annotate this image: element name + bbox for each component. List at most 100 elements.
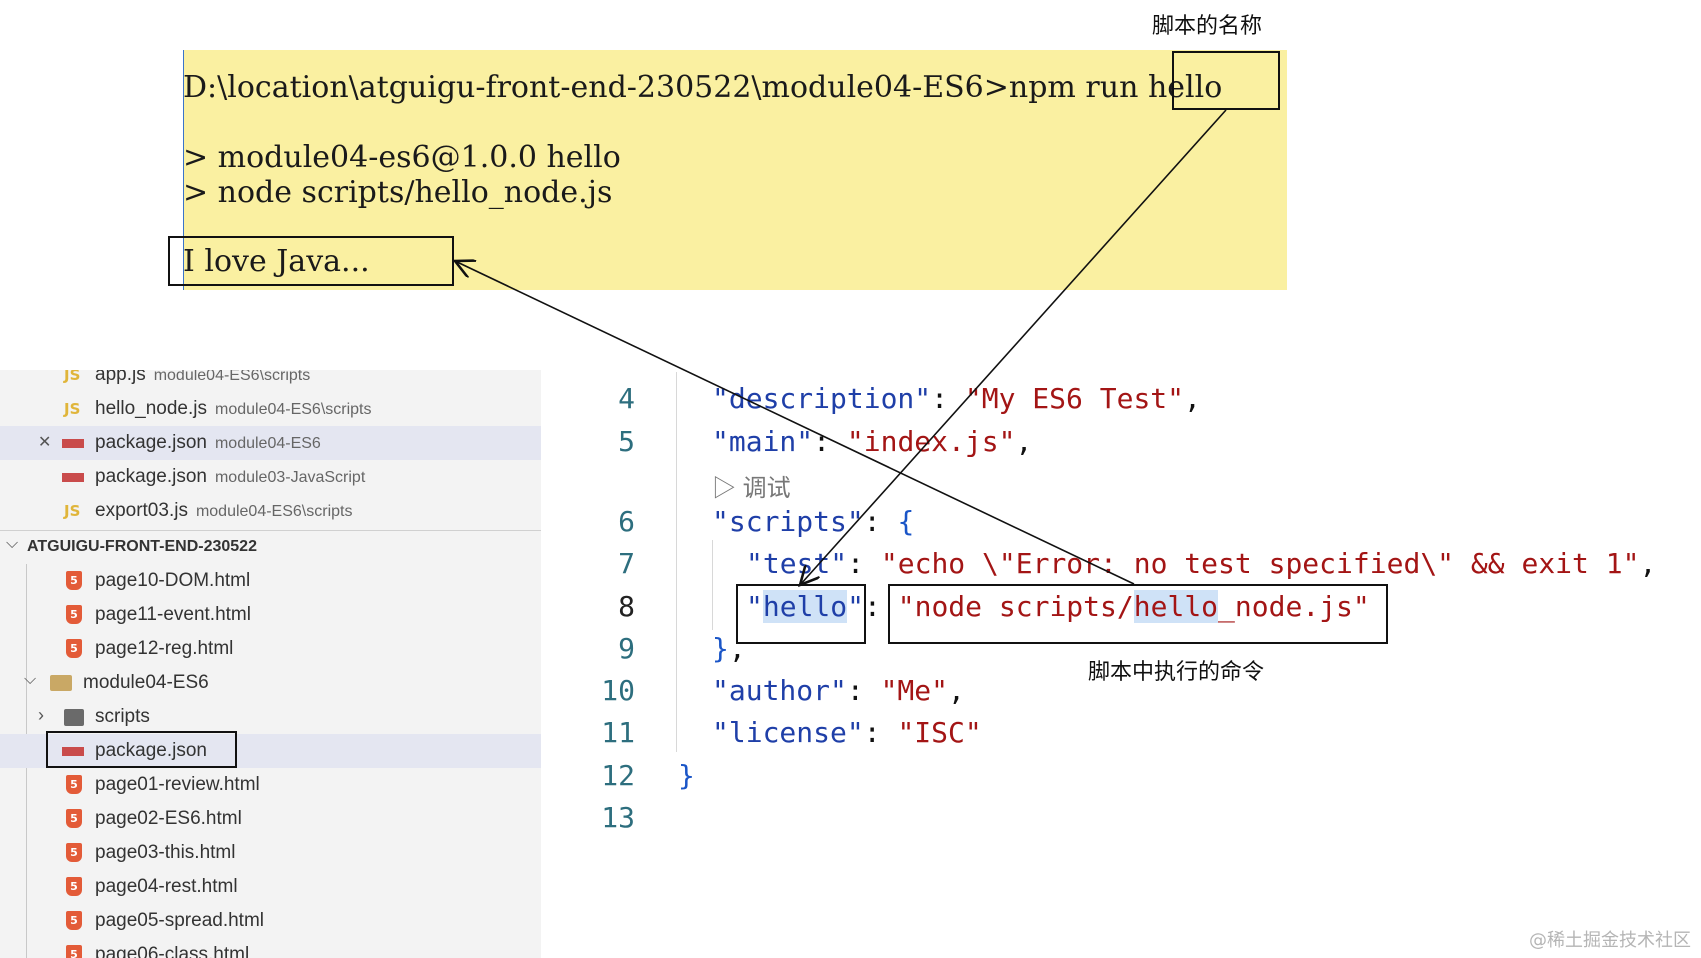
line-number-current: 8 <box>618 590 635 623</box>
terminal-command: D:\location\atguigu-front-end-230522\mod… <box>183 70 1148 105</box>
terminal-command-line: D:\location\atguigu-front-end-230522\mod… <box>183 70 1222 106</box>
html5-icon: 5 <box>66 605 82 624</box>
file-item[interactable]: 5 page02-ES6.html <box>0 802 541 836</box>
script-command-annotation: 脚本中执行的命令 <box>1088 660 1265 685</box>
html5-icon: 5 <box>66 775 82 794</box>
chevron-down-icon: ⌵ <box>6 535 19 552</box>
html5-icon: 5 <box>66 945 82 958</box>
watermark: @稀土掘金技术社区 <box>1529 930 1691 951</box>
file-name: page05-spread.html <box>95 910 264 931</box>
open-editor-name: app.js <box>95 370 146 385</box>
folder-icon <box>50 675 72 691</box>
file-item[interactable]: 5 page11-event.html <box>0 598 541 632</box>
file-item[interactable]: 5 page01-review.html <box>0 768 541 802</box>
js-file-icon: JS <box>64 400 81 418</box>
code-line-description[interactable]: "description": "My ES6 Test", <box>712 382 1201 415</box>
npm-file-icon <box>62 747 84 756</box>
json-value: "My ES6 Test" <box>964 382 1185 415</box>
file-name: page04-rest.html <box>95 876 238 897</box>
package-json-highlight-box <box>46 731 237 768</box>
json-key-hello: hello <box>762 590 848 623</box>
section-divider <box>0 530 541 531</box>
json-value-highlight: hello <box>1133 590 1219 623</box>
open-editor-path: module04-ES6\scripts <box>214 401 372 418</box>
file-item[interactable]: 5 page06-class.html <box>0 938 541 958</box>
file-item[interactable]: 5 page03-this.html <box>0 836 541 870</box>
line-number: 10 <box>601 674 635 707</box>
file-name: page01-review.html <box>95 774 260 795</box>
workspace-header[interactable]: ⌵ ATGUIGU-FRONT-END-230522 <box>0 530 541 564</box>
folder-item[interactable]: ⌵ module04-ES6 <box>0 666 541 700</box>
terminal-line-node: > node scripts/hello_node.js <box>183 175 613 210</box>
open-editor-item[interactable]: JS app.js module04-ES6\scripts <box>0 370 541 392</box>
json-key: "test" <box>746 547 848 580</box>
json-value: "index.js" <box>846 425 1016 458</box>
file-name: page03-this.html <box>95 842 236 863</box>
close-icon[interactable]: ✕ <box>38 434 52 451</box>
file-name: page06-class.html <box>95 944 250 958</box>
line-number: 13 <box>601 801 635 834</box>
json-value-part: "node scripts/ <box>897 590 1134 623</box>
json-key: "author" <box>712 674 847 707</box>
open-editor-path: module04-ES6\scripts <box>153 370 311 384</box>
hello-command-highlight-box <box>888 584 1388 644</box>
line-number: 7 <box>618 547 635 580</box>
arrow-command-output <box>455 261 1135 585</box>
arrow-script-name <box>800 109 1227 585</box>
file-name: page02-ES6.html <box>95 808 242 829</box>
file-name: page11-event.html <box>95 604 251 625</box>
js-file-icon: JS <box>64 370 81 384</box>
code-line-main[interactable]: "main": "index.js", <box>712 425 1033 458</box>
terminal-command-script: hello <box>1147 70 1223 105</box>
json-value: "echo \"Error: no test specified\" && ex… <box>880 547 1640 580</box>
code-line-close-root[interactable]: } <box>678 759 695 792</box>
line-number: 4 <box>618 382 635 415</box>
code-line-close-scripts[interactable]: }, <box>712 632 746 665</box>
subfolder-item[interactable]: › scripts <box>0 700 541 734</box>
folder-name: scripts <box>95 706 150 727</box>
js-file-icon: JS <box>64 502 81 520</box>
file-name: page12-reg.html <box>95 638 234 659</box>
json-key: "scripts" <box>712 505 864 538</box>
open-editor-name: hello_node.js <box>95 398 207 419</box>
html5-icon: 5 <box>66 877 82 896</box>
code-line-test[interactable]: "test": "echo \"Error: no test specified… <box>746 547 1657 580</box>
code-line-author[interactable]: "author": "Me", <box>712 674 965 707</box>
terminal-panel <box>183 50 1287 290</box>
code-line-hello[interactable]: "hello": "node scripts/hello_node.js" <box>746 590 1370 623</box>
indent-guide <box>676 372 677 752</box>
open-editor-path: module04-ES6 <box>214 435 321 452</box>
json-value: "Me" <box>880 674 949 707</box>
script-name-annotation: 脚本的名称 <box>1152 14 1263 39</box>
script-name-highlight-box <box>1172 51 1280 110</box>
indent-guide <box>712 540 713 630</box>
open-editor-item[interactable]: JS hello_node.js module04-ES6\scripts <box>0 392 541 426</box>
file-explorer: JS app.js module04-ES6\scripts JS hello_n… <box>0 370 541 958</box>
code-line-scripts[interactable]: "scripts": { <box>712 505 915 538</box>
terminal-cursor-line <box>183 50 184 290</box>
open-editor-item-active[interactable]: ✕ package.json module04-ES6 <box>0 426 541 460</box>
file-item-selected[interactable]: package.json <box>0 734 541 768</box>
open-editor-name: package.json <box>95 432 207 453</box>
html5-icon: 5 <box>66 843 82 862</box>
file-item[interactable]: 5 page12-reg.html <box>0 632 541 666</box>
json-key: "main" <box>712 425 814 458</box>
file-item[interactable]: 5 page10-DOM.html <box>0 564 541 598</box>
file-item[interactable]: 5 page05-spread.html <box>0 904 541 938</box>
code-line-license[interactable]: "license": "ISC" <box>712 716 982 749</box>
line-number: 5 <box>618 425 635 458</box>
file-item[interactable]: 5 page04-rest.html <box>0 870 541 904</box>
npm-file-icon <box>62 439 84 448</box>
terminal-output: I love Java... <box>183 244 370 279</box>
open-editor-path: module03-JavaScript <box>214 469 366 486</box>
line-number: 9 <box>618 632 635 665</box>
html5-icon: 5 <box>66 571 82 590</box>
chevron-down-icon: ⌵ <box>24 671 37 688</box>
folder-name: module04-ES6 <box>83 672 209 693</box>
debug-codelens[interactable]: ▷ 调试 <box>712 475 791 502</box>
workspace-title: ATGUIGU-FRONT-END-230522 <box>27 538 257 555</box>
open-editor-path: module04-ES6\scripts <box>195 503 353 520</box>
